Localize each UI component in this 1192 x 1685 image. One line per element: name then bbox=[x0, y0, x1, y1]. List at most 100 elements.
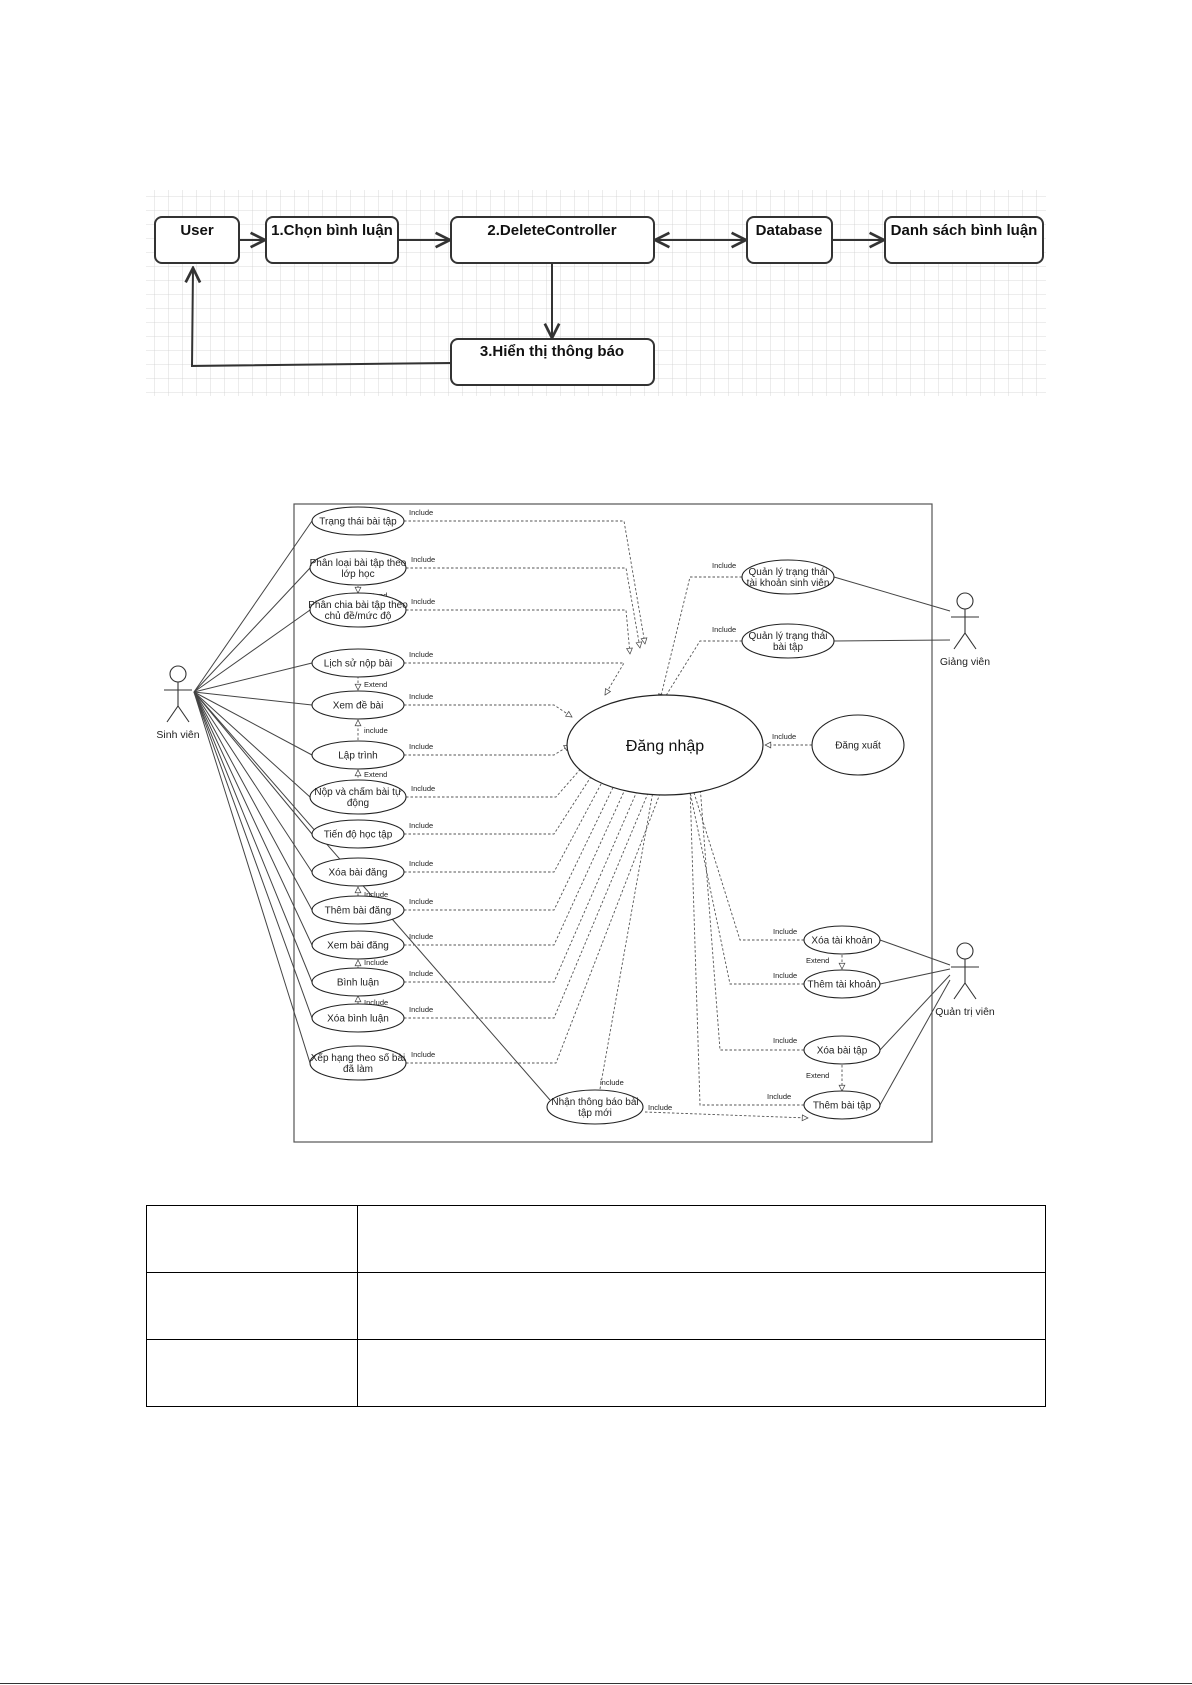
include-relationship-label: Include bbox=[712, 561, 736, 570]
extend-relationship-label: Extend bbox=[364, 770, 387, 779]
usecase-left bbox=[309, 592, 407, 628]
usecase-left-label: Xóa bài đăng bbox=[329, 868, 388, 879]
table-row bbox=[146, 1205, 1046, 1273]
usecase-left bbox=[311, 740, 405, 770]
usecase-diagram: IncludeIncludeIncludeIncludeIncludeInclu… bbox=[156, 503, 995, 1143]
table-cell bbox=[357, 1205, 1046, 1273]
usecase-left bbox=[311, 857, 405, 887]
include-relationship bbox=[690, 780, 804, 941]
include-relationship bbox=[406, 773, 668, 1064]
flow-node-list-label: Danh sách bình luận bbox=[891, 222, 1038, 239]
include-relationship-label: Include bbox=[411, 555, 435, 564]
usecase-left-label: Lập trình bbox=[338, 751, 377, 762]
include-relationship bbox=[662, 640, 742, 702]
actor-lecturer-label: Giảng viên bbox=[940, 656, 990, 668]
flow-node-step1: 1.Chọn bình luận bbox=[265, 216, 399, 264]
association-student-case bbox=[193, 691, 311, 1064]
association-student-case bbox=[193, 691, 313, 1019]
usecase-lecturer-label: tài khoản sinh viên bbox=[747, 578, 830, 589]
table-cell bbox=[357, 1339, 1046, 1407]
include-relationship bbox=[644, 1111, 808, 1118]
usecase-left-label: lớp học bbox=[341, 569, 374, 580]
usecase-left-label: Nộp và chấm bài tự bbox=[314, 786, 402, 798]
association-student-case bbox=[193, 567, 311, 693]
include-relationship-label: include bbox=[600, 1078, 624, 1087]
association-student-case bbox=[193, 520, 313, 693]
association-student-case bbox=[193, 691, 313, 946]
actor-admin-label: Quản trị viên bbox=[935, 1006, 995, 1018]
usecase-admin bbox=[803, 1035, 881, 1065]
extend-relationship-label: Extend bbox=[806, 956, 829, 965]
flow-node-step3: 3.Hiển thị thông báo bbox=[450, 338, 655, 386]
table-row bbox=[146, 1272, 1046, 1340]
include-relationship-label: Include bbox=[409, 742, 433, 751]
include-relationship bbox=[404, 774, 656, 1019]
page-bottom-rule bbox=[0, 1683, 1192, 1684]
include-relationship-label: Include bbox=[411, 1050, 435, 1059]
include-relationship-label: Include bbox=[773, 927, 797, 936]
include-relationship-label: Include bbox=[411, 597, 435, 606]
include-relationship bbox=[404, 771, 609, 873]
include-relationship-label: Include bbox=[409, 932, 433, 941]
include-relationship bbox=[690, 786, 804, 1106]
table-row bbox=[146, 1339, 1046, 1407]
usecase-left bbox=[311, 690, 405, 720]
include-relationship-vertical-label: Include bbox=[364, 998, 388, 1007]
flow-node-step2: 2.DeleteController bbox=[450, 216, 655, 264]
association-student-case bbox=[193, 609, 311, 693]
association-student-case bbox=[193, 691, 311, 798]
actor-lecturer: Giảng viên bbox=[940, 592, 990, 668]
association-student-case bbox=[193, 662, 313, 693]
usecase-lecturer bbox=[741, 623, 835, 659]
actor-student: Sinh viên bbox=[156, 665, 200, 741]
include-relationship-label: Include bbox=[648, 1103, 672, 1112]
include-relationship-label: Include bbox=[712, 625, 736, 634]
usecase-logout bbox=[811, 714, 905, 776]
flow-node-database: Database bbox=[746, 216, 833, 264]
usecase-relationships: IncludeIncludeIncludeIncludeIncludeInclu… bbox=[193, 508, 951, 1118]
include-relationship bbox=[404, 662, 625, 695]
table-cell bbox=[146, 1272, 358, 1340]
usecase-left bbox=[311, 819, 405, 849]
include-relationship-vertical-label: Include bbox=[364, 890, 388, 899]
include-relationship bbox=[406, 567, 640, 648]
usecase-left-label: đã làm bbox=[343, 1064, 373, 1075]
usecase-logout-label: Đăng xuất bbox=[835, 740, 881, 752]
include-relationship-label: Include bbox=[409, 821, 433, 830]
include-relationship bbox=[700, 785, 804, 1051]
extend-relationship-label: Extend bbox=[806, 1071, 829, 1080]
include-relationship-label: Include bbox=[772, 732, 796, 741]
include-relationship bbox=[404, 773, 620, 911]
flow-node-step1-label: 1.Chọn bình luận bbox=[271, 222, 393, 239]
extend-relationship-label: Extend bbox=[364, 680, 387, 689]
include-relationship bbox=[404, 769, 596, 835]
usecase-admin bbox=[803, 925, 881, 955]
usecase-left-label: Xếp hạng theo số bài bbox=[311, 1052, 406, 1064]
association-admin bbox=[879, 979, 951, 1106]
association-admin bbox=[879, 968, 951, 985]
usecase-left-label: Phân loại bài tập theo bbox=[310, 558, 407, 569]
include-relationship-label: Include bbox=[773, 971, 797, 980]
usecase-lecturer-label: Quản lý trạng thái bbox=[749, 567, 828, 578]
association-student-case bbox=[193, 691, 313, 911]
flow-node-user-label: User bbox=[180, 222, 214, 239]
association-student-case bbox=[193, 691, 313, 835]
flow-node-database-label: Database bbox=[756, 222, 823, 239]
include-relationship-label: Include bbox=[409, 859, 433, 868]
usecase-admin bbox=[803, 1090, 881, 1120]
include-relationship bbox=[406, 609, 630, 654]
usecase-lecturer-label: Quản lý trạng thái bbox=[749, 631, 828, 642]
usecase-left bbox=[311, 648, 405, 678]
association-student-case bbox=[193, 691, 313, 983]
include-relationship-label: Include bbox=[411, 784, 435, 793]
association-lecturer bbox=[833, 639, 951, 642]
include-relationship bbox=[688, 782, 804, 985]
usecase-left-label: Lịch sử nộp bài bbox=[324, 658, 392, 670]
system-boundary bbox=[293, 503, 933, 1143]
usecase-left-label: Xem bài đăng bbox=[327, 941, 389, 952]
include-relationship-label: Include bbox=[773, 1036, 797, 1045]
include-relationship-label: Include bbox=[409, 1005, 433, 1014]
include-relationship bbox=[404, 774, 632, 946]
usecase-left bbox=[309, 1045, 407, 1081]
